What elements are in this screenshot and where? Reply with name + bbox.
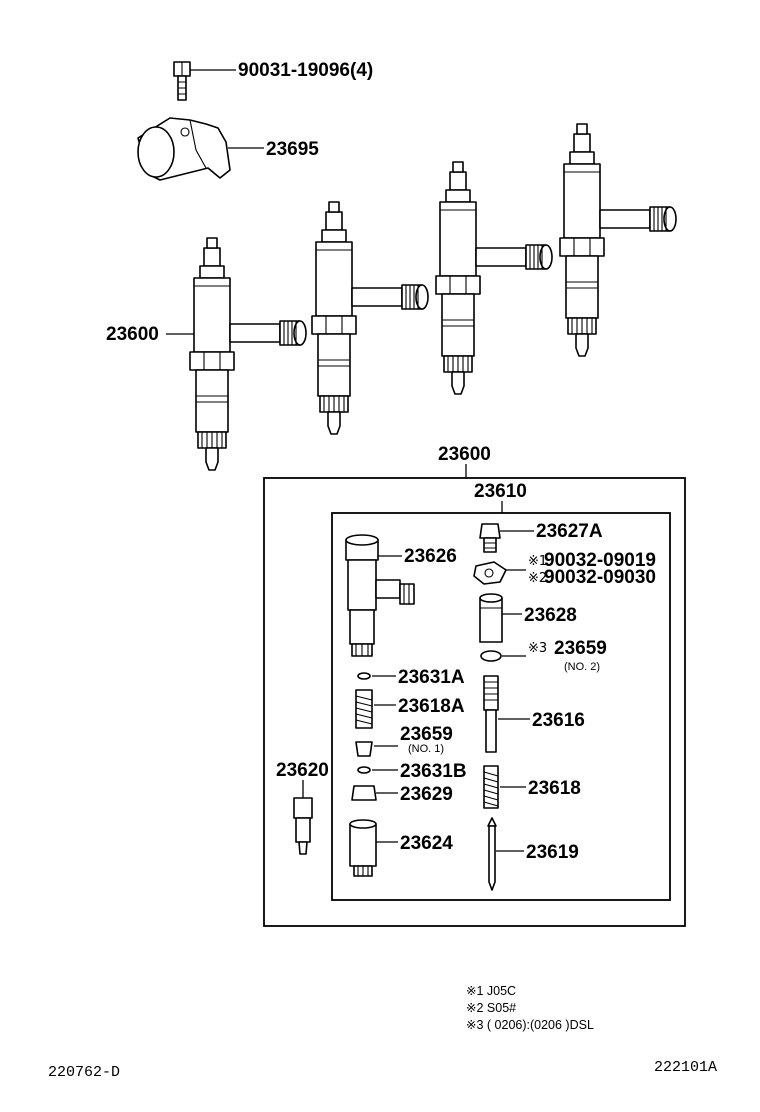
needle-drawing bbox=[487, 817, 497, 891]
injector-assy-label: 23600 bbox=[106, 324, 159, 345]
outer-frame bbox=[263, 477, 686, 927]
injector-4 bbox=[559, 123, 677, 357]
retaining-nut-drawing bbox=[479, 593, 503, 643]
needle-label: 23619 bbox=[526, 842, 579, 863]
nut-label: 23624 bbox=[400, 833, 453, 854]
pin-a-label: 23631A bbox=[398, 667, 465, 688]
injector-3 bbox=[435, 161, 553, 395]
push-rod-label: 23616 bbox=[532, 710, 585, 731]
pin-a-drawing bbox=[357, 672, 371, 680]
retaining-nut-label: 23628 bbox=[524, 605, 577, 626]
washer-no1-sub: (NO. 1) bbox=[408, 743, 444, 755]
injector-2 bbox=[311, 201, 429, 435]
pin-b-drawing bbox=[357, 766, 371, 774]
body-label: 23626 bbox=[404, 546, 457, 567]
spacer-drawing bbox=[351, 785, 377, 801]
note-2: ※2 S05# bbox=[466, 1001, 516, 1015]
washer-no1-drawing bbox=[355, 741, 373, 757]
gasket2-mark: ※2 bbox=[528, 571, 547, 586]
box-assy-label: 23600 bbox=[438, 444, 491, 465]
union-bolt-label: 23627A bbox=[536, 521, 603, 542]
footer-left-code: 220762-D bbox=[48, 1064, 120, 1081]
bolt-drawing bbox=[173, 61, 191, 101]
gasket1-label: 90032-09019 bbox=[544, 550, 656, 571]
pin-b-label: 23631B bbox=[400, 761, 467, 782]
clamp-label: 23695 bbox=[266, 139, 319, 160]
injector-1 bbox=[189, 237, 307, 471]
bolt-label: 90031-19096(4) bbox=[238, 60, 373, 81]
nozzle-label: 23620 bbox=[276, 760, 329, 781]
clamp-drawing bbox=[137, 117, 231, 181]
washer-no2-label: 23659 bbox=[554, 638, 607, 659]
note-3: ※3 ( 0206):(0206 )DSL bbox=[466, 1018, 594, 1032]
spring-drawing bbox=[483, 765, 499, 809]
inner-frame bbox=[331, 512, 671, 901]
push-rod-drawing bbox=[483, 675, 499, 753]
washer-no2-mark: ※3 bbox=[528, 641, 547, 656]
union-bolt-drawing bbox=[479, 523, 501, 553]
gasket2-label: 90032-09030 bbox=[544, 567, 656, 588]
gasket-drawing bbox=[473, 561, 507, 585]
spring-a-label: 23618A bbox=[398, 696, 465, 717]
gasket1-mark: ※1 bbox=[528, 554, 547, 569]
washer-no1-label: 23659 bbox=[400, 724, 453, 745]
note-1: ※1 J05C bbox=[466, 984, 516, 998]
footer-right-code: 222101A bbox=[654, 1059, 717, 1076]
body-drawing bbox=[345, 534, 415, 657]
spring-a-drawing bbox=[355, 689, 373, 729]
washer-no2-drawing bbox=[480, 650, 502, 662]
spacer-label: 23629 bbox=[400, 784, 453, 805]
nut-drawing bbox=[349, 819, 377, 877]
washer-no2-sub: (NO. 2) bbox=[564, 661, 600, 673]
spring-label: 23618 bbox=[528, 778, 581, 799]
nozzle-drawing bbox=[293, 797, 313, 855]
holder-assy-label: 23610 bbox=[474, 481, 527, 502]
